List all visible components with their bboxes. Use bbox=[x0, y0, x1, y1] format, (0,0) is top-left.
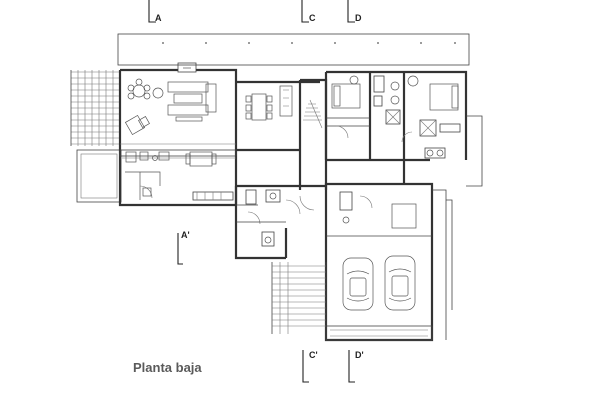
section-label-c-bottom: C' bbox=[309, 350, 318, 360]
section-label-c-top: C bbox=[309, 13, 316, 23]
section-label-a-bottom: A' bbox=[181, 230, 190, 240]
bedroom-wing bbox=[324, 70, 483, 187]
section-label-d-bottom: D' bbox=[355, 350, 364, 360]
section-marker-c-top: C bbox=[301, 0, 316, 23]
living-room bbox=[118, 62, 238, 150]
plan-caption: Planta baja bbox=[133, 360, 202, 375]
section-marker-c-bottom: C' bbox=[302, 350, 318, 383]
east-terrace bbox=[432, 189, 453, 340]
section-label-d-top: D bbox=[355, 13, 362, 23]
section-marker-a-bottom: A' bbox=[177, 230, 190, 265]
section-marker-a-top: A bbox=[148, 0, 162, 23]
west-deck-stairs bbox=[70, 70, 122, 203]
section-label-a-top: A bbox=[155, 13, 162, 23]
south-deck-stairs bbox=[271, 262, 327, 334]
car-left bbox=[342, 257, 374, 311]
garage bbox=[324, 182, 434, 342]
dining-room bbox=[236, 80, 320, 152]
central-stair bbox=[298, 78, 328, 190]
section-marker-d-top: D bbox=[347, 0, 362, 23]
car-right bbox=[384, 255, 416, 311]
service-block bbox=[234, 184, 326, 260]
kitchen-area bbox=[118, 149, 238, 207]
roof-overhang bbox=[117, 33, 470, 66]
section-marker-d-bottom: D' bbox=[348, 350, 364, 383]
